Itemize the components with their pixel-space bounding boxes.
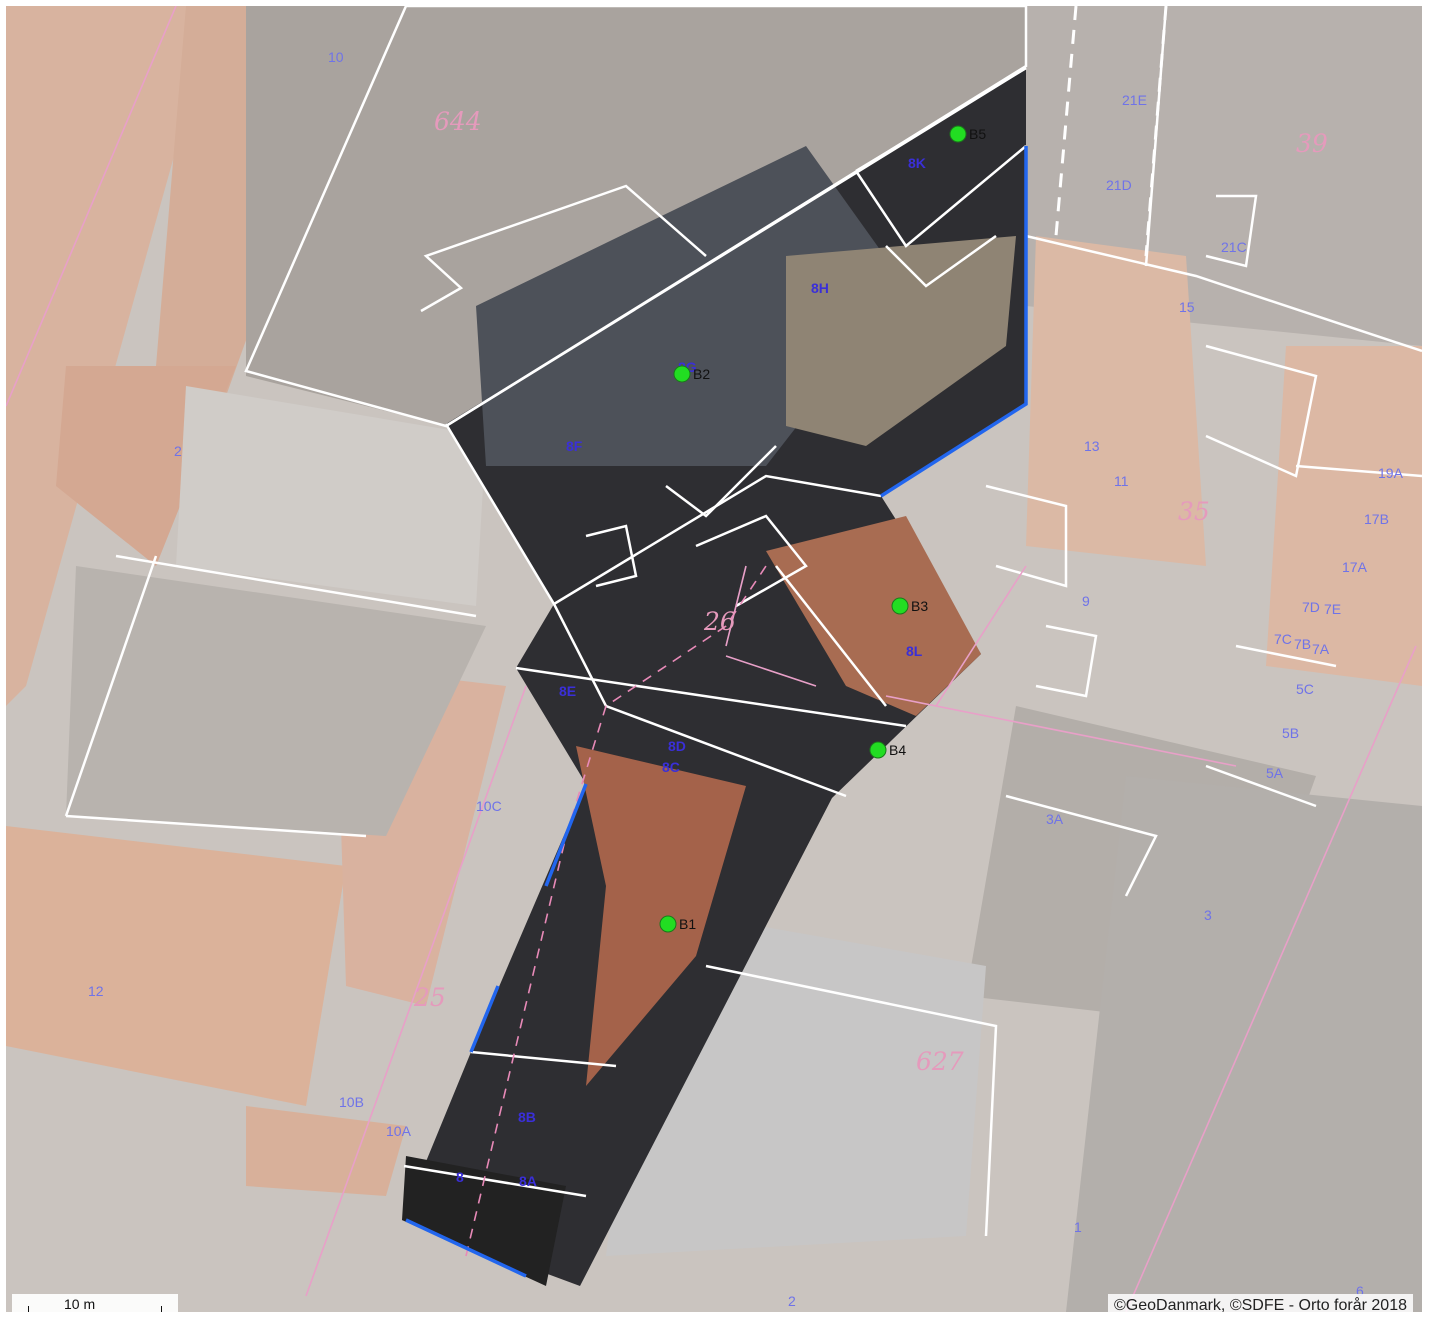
address-label: 7C: [1274, 631, 1292, 647]
unit-label: 8E: [559, 683, 576, 699]
marker-b4[interactable]: B4: [869, 741, 906, 759]
address-label: 12: [88, 983, 104, 999]
marker-b5[interactable]: B5: [949, 125, 986, 143]
plot-number: 627: [916, 1047, 964, 1076]
roof-8l: [766, 516, 981, 716]
unit-label: 8D: [668, 738, 686, 754]
address-label: 19A: [1378, 465, 1404, 481]
marker-dot-icon[interactable]: [949, 125, 967, 143]
address-label: 5B: [1282, 725, 1299, 741]
unit-label: 8C: [662, 759, 680, 775]
dashed-path: [465, 565, 767, 1257]
scale-bar-box: 10 m: [12, 1294, 178, 1312]
plot-number: 35: [1178, 497, 1210, 526]
roof-8c: [576, 746, 746, 1086]
address-label: 13: [1084, 438, 1100, 454]
marker-label: B4: [889, 742, 906, 758]
roof-13: [1026, 236, 1206, 566]
marker-dot-icon[interactable]: [869, 741, 887, 759]
address-label: 3A: [1046, 811, 1064, 827]
roof-lower-left: [6, 826, 346, 1106]
flat-roof-left: [176, 386, 486, 606]
address-label: 7E: [1324, 601, 1341, 617]
address-label: 21D: [1106, 177, 1132, 193]
unit-label: 8: [456, 1169, 464, 1185]
marker-dot-icon[interactable]: [659, 915, 677, 933]
street-right: [1066, 776, 1422, 1312]
marker-b3[interactable]: B3: [891, 597, 928, 615]
plot-number: 25: [413, 983, 446, 1012]
address-label: 10B: [339, 1094, 364, 1110]
scale-label: 10 m: [64, 1296, 96, 1312]
selection-edges: [405, 146, 1028, 1278]
address-label: 7B: [1294, 636, 1311, 652]
marker-b2[interactable]: B2: [673, 365, 710, 383]
address-label: 10A: [386, 1123, 412, 1139]
address-label: 21E: [1122, 92, 1147, 108]
address-label: 2: [788, 1293, 796, 1309]
dashed-road: [1054, 6, 1168, 257]
unit-label: 8F: [566, 438, 583, 454]
marker-dot-icon[interactable]: [673, 365, 691, 383]
roof-644: [246, 6, 1026, 426]
address-label: 5C: [1296, 681, 1314, 697]
address-label: 21C: [1221, 239, 1247, 255]
address-label: 3: [1204, 907, 1212, 923]
address-label: 17B: [1364, 511, 1389, 527]
parcel-boundaries: [64, 6, 1422, 1237]
address-label: 15: [1179, 299, 1195, 315]
map-labels: 8K8H8G8F8E8D8C8L8B8A810210C1210B10A21E21…: [88, 49, 1404, 1309]
address-label: 10C: [476, 798, 502, 814]
unit-label: 8H: [811, 280, 829, 296]
orthophoto-map: 8K8H8G8F8E8D8C8L8B8A810210C1210B10A21E21…: [6, 6, 1422, 1312]
address-label: 1: [1074, 1219, 1082, 1235]
address-label: 9: [1082, 593, 1090, 609]
cadastral-lines: [6, 6, 1417, 1312]
parking-area: [66, 566, 486, 836]
address-label: 7D: [1302, 599, 1320, 615]
marker-label: B5: [969, 126, 986, 142]
unit-label: 8L: [906, 643, 923, 659]
plot-number: 644: [434, 107, 482, 136]
address-label: 5A: [1266, 765, 1284, 781]
marker-dot-icon[interactable]: [891, 597, 909, 615]
address-label: 7A: [1312, 641, 1330, 657]
plot-number: 39: [1296, 129, 1328, 158]
address-label: 2: [174, 443, 182, 459]
attribution-text: ©GeoDanmark, ©SDFE - Orto forår 2018: [1107, 1294, 1413, 1312]
unit-label: 8B: [518, 1109, 536, 1125]
roof-left: [6, 6, 216, 706]
marker-label: B2: [693, 366, 710, 382]
marker-b1[interactable]: B1: [659, 915, 696, 933]
roof-8a: [402, 1156, 566, 1286]
unit-label: 8A: [519, 1173, 537, 1189]
address-label: 11: [1114, 473, 1129, 489]
address-label: 17A: [1342, 559, 1368, 575]
marker-label: B1: [679, 916, 696, 932]
courtyard-8h: [786, 236, 1016, 446]
address-label: 10: [328, 49, 344, 65]
marker-label: B3: [911, 598, 928, 614]
unit-label: 8K: [908, 155, 926, 171]
address-label: 6: [1356, 1283, 1364, 1299]
plot-number: 26: [703, 607, 736, 636]
